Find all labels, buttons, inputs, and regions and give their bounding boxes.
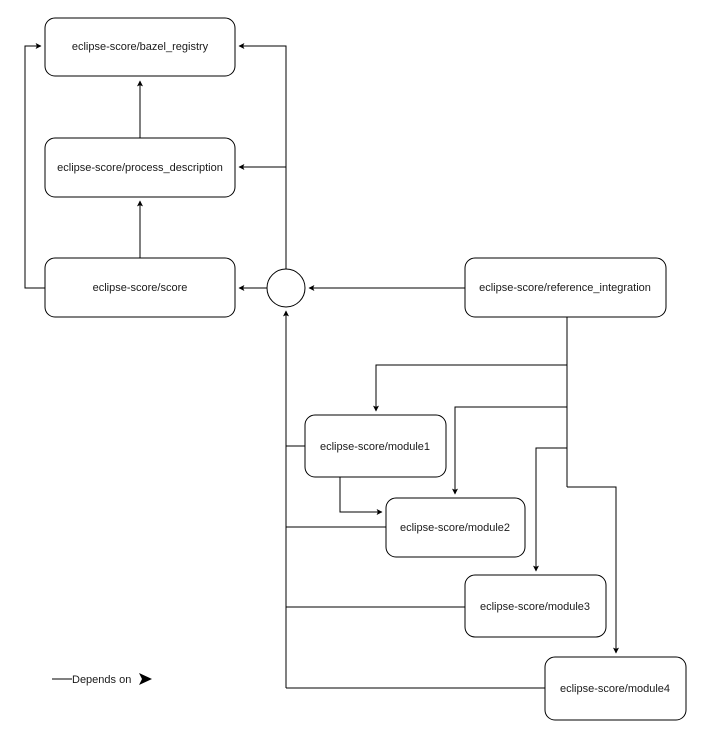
node-bazel-registry[interactable]: eclipse-score/bazel_registry bbox=[44, 17, 236, 77]
node-label-module4: eclipse-score/module4 bbox=[560, 683, 670, 695]
edge-reference-integration-to-module4 bbox=[567, 486, 619, 654]
node-rect-reference-integration[interactable] bbox=[464, 257, 667, 318]
fan-in-junction[interactable] bbox=[266, 268, 306, 308]
edge-reference-integration-to-module1 bbox=[373, 364, 567, 412]
node-label-reference-integration: eclipse-score/reference_integration bbox=[479, 282, 651, 294]
node-module2[interactable]: eclipse-score/module2 bbox=[385, 497, 526, 558]
node-label-score: eclipse-score/score bbox=[93, 282, 188, 294]
node-rect-module3[interactable] bbox=[464, 574, 607, 638]
node-label-module2: eclipse-score/module2 bbox=[400, 522, 510, 534]
legend-label: Depends on bbox=[72, 674, 131, 686]
node-rect-module4[interactable] bbox=[544, 656, 687, 721]
edge-junction-to-bazel-registry bbox=[238, 43, 287, 269]
node-rect-process-description[interactable] bbox=[44, 137, 236, 198]
node-process-description[interactable]: eclipse-score/process_description bbox=[44, 137, 236, 198]
node-score[interactable]: eclipse-score/score bbox=[44, 257, 236, 318]
edge-reference-integration-to-module3 bbox=[533, 447, 567, 572]
node-module3[interactable]: eclipse-score/module3 bbox=[464, 574, 607, 638]
nodes-layer: eclipse-score/bazel_registry eclipse-sco… bbox=[44, 17, 687, 721]
node-label-bazel-registry: eclipse-score/bazel_registry bbox=[72, 41, 209, 53]
edge-reference-integration-to-module2 bbox=[452, 406, 567, 495]
node-label-process-description: eclipse-score/process_description bbox=[57, 162, 223, 174]
node-rect-bazel-registry[interactable] bbox=[44, 17, 236, 77]
node-rect-module2[interactable] bbox=[385, 497, 526, 558]
node-label-module1: eclipse-score/module1 bbox=[320, 441, 430, 453]
legend: Depends on bbox=[52, 673, 152, 686]
edges-layer bbox=[24, 43, 619, 689]
node-module1[interactable]: eclipse-score/module1 bbox=[304, 414, 447, 478]
node-label-module3: eclipse-score/module3 bbox=[480, 601, 590, 613]
edge-module1-to-module2 bbox=[339, 477, 383, 515]
node-rect-score[interactable] bbox=[44, 257, 236, 318]
legend-arrow-icon bbox=[139, 673, 152, 685]
node-reference-integration[interactable]: eclipse-score/reference_integration bbox=[464, 257, 667, 318]
node-module4[interactable]: eclipse-score/module4 bbox=[544, 656, 687, 721]
edge-score-to-bazel-registry bbox=[24, 43, 45, 289]
node-rect-module1[interactable] bbox=[304, 414, 447, 478]
